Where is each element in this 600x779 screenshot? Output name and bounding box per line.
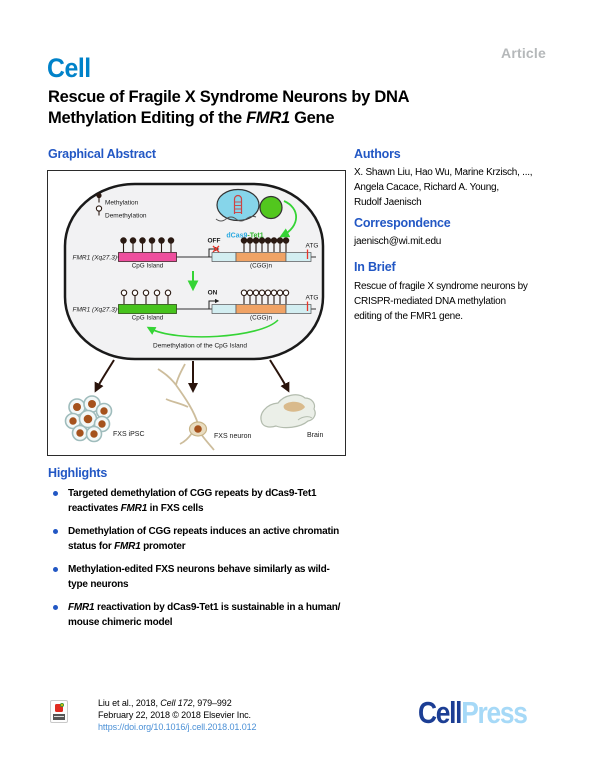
highlight-item: Demethylation of CGG repeats induces an …: [48, 524, 388, 554]
brain-label: Brain: [307, 432, 323, 439]
fmr1-demethylated-row: FMR1 (Xq27.3) CpG Island ON (CGG)n ATG: [73, 290, 319, 322]
demethylation-lollipop-icon: [95, 205, 103, 216]
cellpress-logo-dark: Cell: [418, 695, 463, 730]
cpg-methyl-lollipops: [120, 237, 175, 252]
fmr1-methylated-row: FMR1 (Xq27.3) CpG Island OFF (CGG)n ATG: [73, 237, 319, 270]
highlight-item: Methylation-edited FXS neurons behave si…: [48, 562, 388, 592]
gene-label: FMR1 (Xq27.3): [73, 255, 117, 262]
graphical-abstract-svg: Methylation Demethylation dCas9-Tet1 FMR…: [63, 182, 325, 451]
highlight-bullet: [53, 529, 58, 534]
highlight-item: Targeted demethylation of CGG repeats by…: [48, 486, 388, 516]
cell-journal-logo: Cell: [47, 53, 91, 83]
footer-citation-block: Liu et al., 2018, Cell 172, 979–992 Febr…: [98, 697, 257, 733]
cgg-repeat-demethylated: [235, 304, 287, 314]
cpg-island-label: CpG Island: [132, 315, 164, 322]
demethylation-arc-arrow: [146, 319, 279, 338]
paper-title-line1: Rescue of Fragile X Syndrome Neurons by …: [48, 88, 410, 106]
graphical-abstract-figure: Methylation Demethylation dCas9-Tet1 FMR…: [47, 170, 346, 456]
crossmark-icon[interactable]: [50, 700, 68, 723]
highlight-text: Methylation-edited FXS neurons behave si…: [68, 564, 330, 590]
brain-illustration: [260, 394, 316, 429]
in-brief-line: Rescue of fragile X syndrome neurons by: [354, 281, 528, 292]
cgg-repeat-methylated: [235, 252, 287, 262]
cpg-island-label: CpG Island: [132, 263, 164, 270]
in-brief-text: Rescue of fragile X syndrome neurons by …: [354, 279, 564, 324]
in-brief-line: editing of the FMR1 gene.: [354, 311, 463, 322]
highlights-list: Targeted demethylation of CGG repeats by…: [48, 486, 388, 638]
gene-label: FMR1 (Xq27.3): [73, 307, 117, 314]
cellpress-logo: CellPress: [418, 695, 528, 731]
crossmark-band: [53, 714, 65, 720]
tet1-protein: [259, 195, 283, 220]
correspondence-heading: Correspondence: [354, 216, 451, 230]
off-x-mark: [212, 245, 220, 253]
crossmark-badge: [55, 704, 63, 712]
authors-line: Rudolf Jaenisch: [354, 197, 422, 208]
paper-title: Rescue of Fragile X Syndrome Neurons by …: [48, 87, 409, 129]
guide-rna-hairpin: [233, 194, 243, 214]
highlight-text: Targeted demethylation of CGG repeats by…: [68, 488, 317, 514]
highlight-text: Demethylation of CGG repeats induces an …: [68, 526, 340, 552]
paper-title-line2: Methylation Editing of the FMR1 Gene: [48, 109, 335, 127]
outcome-arrows: [94, 359, 290, 393]
in-brief-line: CRISPR-mediated DNA methylation: [354, 296, 506, 307]
crossmark-dot: [60, 703, 64, 707]
cpg-island-methylated: [118, 252, 177, 262]
demethylation-caption: Demethylation of the CpG Island: [153, 343, 247, 350]
cgg-label: (CGG)n: [250, 315, 273, 322]
legend-demethylation-label: Demethylation: [105, 213, 147, 220]
fxs-neuron-illustration: [157, 363, 215, 451]
doi-link[interactable]: https://doi.org/10.1016/j.cell.2018.01.0…: [98, 722, 257, 732]
off-state-label: OFF: [208, 238, 221, 245]
highlights-heading: Highlights: [48, 466, 108, 480]
copyright-line: February 22, 2018 © 2018 Elsevier Inc.: [98, 710, 251, 720]
dcas9-tet1-complex: [215, 188, 283, 222]
atg-label: ATG: [306, 243, 319, 250]
highlight-bullet: [53, 567, 58, 572]
highlight-text: FMR1 reactivation by dCas9-Tet1 is susta…: [68, 602, 341, 628]
citation-line: Liu et al., 2018, Cell 172, 979–992: [98, 698, 232, 708]
cgg-label: (CGG)n: [250, 263, 273, 270]
dna-strand: [215, 215, 257, 222]
cpg-demethyl-lollipops: [120, 289, 172, 304]
cgg-methyl-lollipops: [240, 237, 290, 252]
targeting-arrow: [279, 200, 298, 238]
highlight-item: FMR1 reactivation by dCas9-Tet1 is susta…: [48, 600, 388, 630]
fxs-ipsc-label: FXS iPSC: [113, 431, 145, 438]
cellpress-logo-light: Press: [461, 695, 528, 730]
promoter-arrow-off: [208, 246, 220, 257]
atg-label: ATG: [306, 295, 319, 302]
fxs-ipsc-illustration: [64, 395, 113, 443]
article-type-label: Article: [501, 45, 546, 61]
cgg-demethyl-lollipops: [240, 289, 290, 304]
promoter-arrow-on: [208, 298, 220, 309]
cpg-island-demethylated: [118, 304, 177, 314]
dcas9-tet1-label: dCas9-Tet1: [226, 233, 263, 240]
correspondence-email[interactable]: jaenisch@wi.mit.edu: [354, 236, 442, 247]
authors-line: Angela Cacace, Richard A. Young,: [354, 182, 499, 193]
highlight-bullet: [53, 605, 58, 610]
on-state-label: ON: [208, 290, 218, 297]
in-brief-heading: In Brief: [354, 260, 396, 274]
legend-methylation-label: Methylation: [105, 200, 139, 207]
authors-list: X. Shawn Liu, Hao Wu, Marine Krzisch, ..…: [354, 165, 564, 210]
highlight-bullet: [53, 491, 58, 496]
methylation-lollipop-icon: [96, 192, 102, 203]
authors-heading: Authors: [354, 147, 401, 161]
authors-line: X. Shawn Liu, Hao Wu, Marine Krzisch, ..…: [354, 167, 533, 178]
fxs-neuron-label: FXS neuron: [214, 433, 251, 440]
graphical-abstract-heading: Graphical Abstract: [48, 147, 156, 161]
